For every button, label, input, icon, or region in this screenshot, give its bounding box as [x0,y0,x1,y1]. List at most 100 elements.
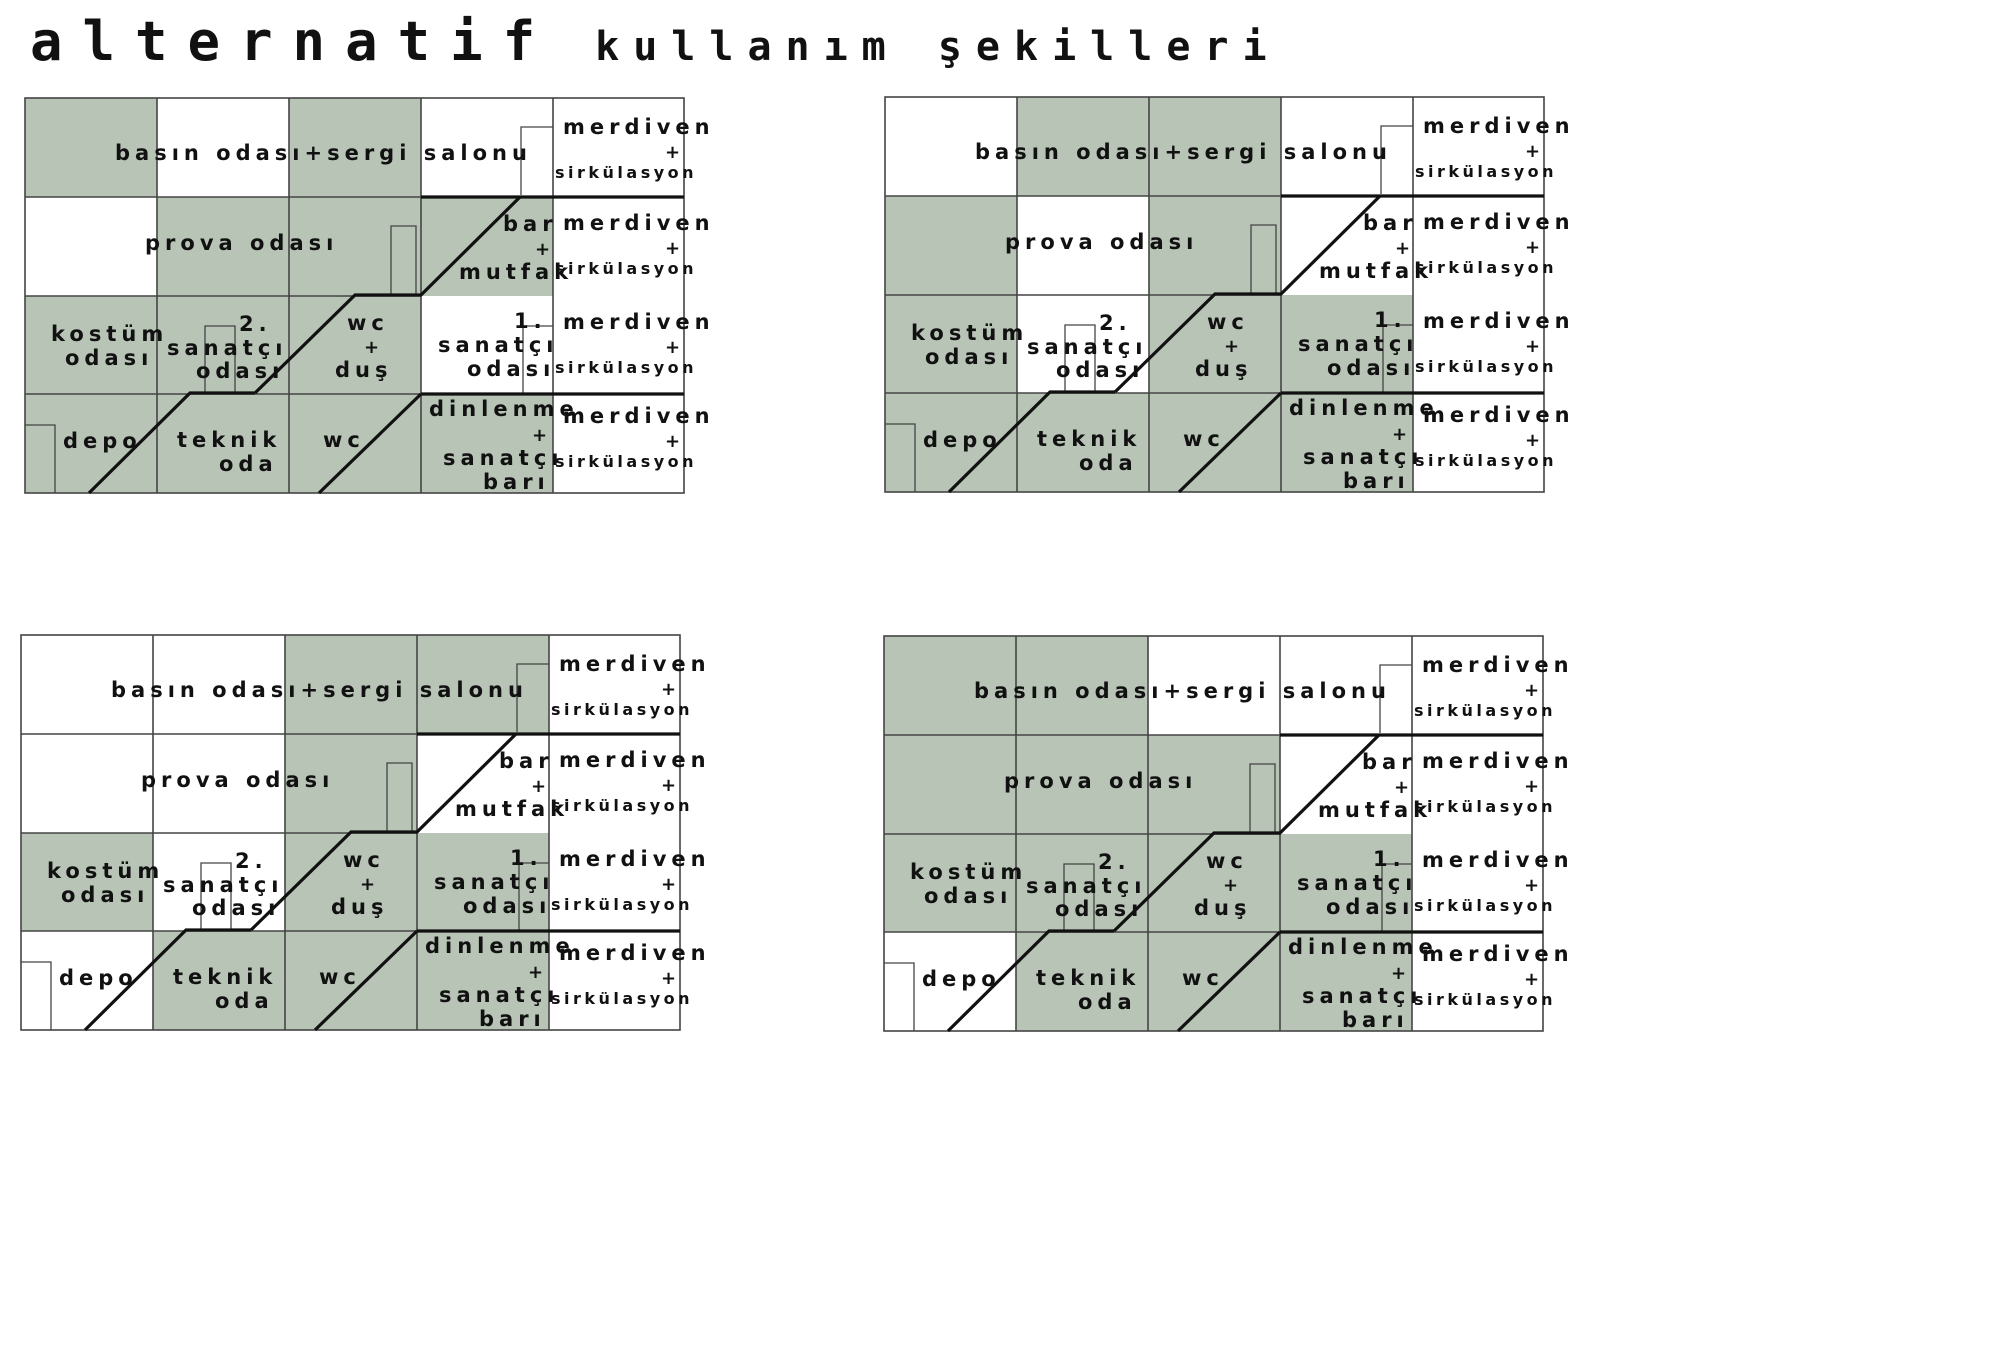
room-cell [1412,636,1543,735]
room-cell [549,635,680,734]
room-cell [1148,932,1280,1031]
label-sanatci1-odasi: odası [467,357,555,381]
grid-lines [883,635,1544,1032]
label-mutfak: mutfak [459,260,573,284]
label-bar: bar [503,212,558,236]
label-prova: prova odası [141,768,334,792]
label-sirkulasyon-3: sirkülasyon [1414,896,1556,915]
room-cells [21,635,680,1030]
floor-plan-bottom-right: basın odası+sergi salonu prova odası kos… [883,635,1569,1033]
room-cell [285,734,417,833]
label-merdiven-2: merdiven [559,748,711,772]
label-sanatci2: sanatçı [1027,335,1147,359]
label-sanatci-bar: sanatçı [1302,984,1422,1008]
floor-plan-top-left: basın odası+sergi salonu prova odası kos… [24,97,710,495]
room-cell [417,931,549,1030]
stair-labels: merdiven + sirkülasyon merdiven + sirkül… [1414,653,1574,1009]
label-wc-dus-wc: wc [343,848,385,872]
floor-plan-top-right: basın odası+sergi salonu prova odası kos… [884,96,1570,494]
room-cell [1016,735,1148,834]
room-cell [21,734,153,833]
label-oda: oda [215,989,274,1013]
label-merdiven-plus-1: + [1525,141,1545,162]
room-cell [885,295,1017,393]
room-cell [884,636,1016,735]
label-sanatci-bar: sanatçı [443,446,563,470]
label-wc-dus-plus: + [1224,336,1244,357]
stair-labels: merdiven + sirkülasyon merdiven + sirkül… [551,652,711,1008]
room-cell [1280,636,1412,735]
label-bar-plus: + [535,239,555,260]
room-cell [553,197,684,296]
label-merdiven-4: merdiven [563,404,715,428]
room-cell [1281,196,1413,295]
room-cell [1016,636,1148,735]
label-sirkulasyon-4: sirkülasyon [1415,451,1557,470]
room-cell [884,932,1016,1031]
label-bar-plus: + [531,776,551,797]
label-sanatci2-num: 2. [1098,850,1131,874]
label-kostum: kostüm [911,321,1028,345]
label-merdiven-plus-1: + [1524,680,1544,701]
room-cell [25,197,157,296]
room-cell [1280,932,1412,1031]
structure-lines [946,733,1543,1033]
label-sanatci1-odasi: odası [463,894,551,918]
room-cell [1149,393,1281,492]
label-oda: oda [219,452,278,476]
label-bar: bar [1362,750,1417,774]
label-kostum-odasi: odası [924,884,1012,908]
label-depo: depo [922,967,1001,991]
label-sanatci2: sanatçı [1026,874,1146,898]
room-cell [1280,735,1412,834]
room-cell [285,931,417,1030]
label-sirkulasyon-4: sirkülasyon [555,452,697,471]
label-sanatci-bar: sanatçı [439,983,559,1007]
label-merdiven-4: merdiven [559,941,711,965]
room-cell [421,98,553,197]
label-merdiven-3: merdiven [1422,848,1574,872]
label-basin: basın odası+sergi salonu [975,140,1392,164]
room-cell [25,296,157,394]
label-sanatci1: sanatçı [1298,332,1418,356]
label-mutfak: mutfak [1318,798,1432,822]
label-wc-dus-dus: duş [335,358,392,382]
label-merdiven-plus-4: + [661,968,681,989]
label-oda: oda [1078,990,1137,1014]
room-cell [421,296,553,394]
label-merdiven-3: merdiven [563,310,715,334]
label-bari: barı [483,470,550,494]
room-cell [417,833,549,931]
room-cell [25,98,157,197]
room-cell [285,833,417,931]
label-wc-dus-plus: + [1223,875,1243,896]
label-prova: prova odası [1005,230,1198,254]
label-dinlenme: dinlenme [1289,396,1439,420]
label-merdiven-plus-3: + [661,874,681,895]
label-dinlenme-plus: + [1391,963,1411,984]
room-cell [1412,735,1543,834]
room-cell [157,197,289,296]
label-sanatci2: sanatçı [163,873,283,897]
room-cell [1281,97,1413,196]
label-depo: depo [63,429,142,453]
label-kostum-odasi: odası [61,883,149,907]
room-cell [1148,735,1280,834]
label-teknik: teknik [173,965,277,989]
room-cell [1412,932,1543,1031]
room-cell [285,635,417,734]
label-prova: prova odası [1004,769,1197,793]
room-cell [884,834,1016,932]
label-merdiven-1: merdiven [559,652,711,676]
room-cell [1148,636,1280,735]
label-wc-dus-wc: wc [1206,849,1248,873]
label-prova: prova odası [145,231,338,255]
label-oda: oda [1079,451,1138,475]
label-merdiven-plus-2: + [665,238,685,259]
room-cell [157,394,289,493]
door-outlines [884,664,1412,1031]
label-sanatci1-num: 1. [514,309,547,333]
label-wc-dus-dus: duş [1195,357,1252,381]
label-merdiven-1: merdiven [563,115,715,139]
room-labels: basın odası+sergi salonu prova odası kos… [910,679,1433,1032]
